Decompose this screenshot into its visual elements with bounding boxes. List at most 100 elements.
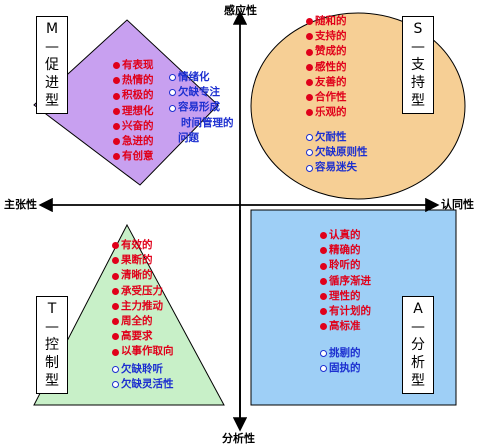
type-box-line: T — [47, 301, 57, 317]
trait-label: 容易迷失 — [315, 161, 357, 174]
type-box-line: — — [45, 39, 59, 55]
trait-label: 果断的 — [121, 254, 153, 267]
trait-item: 周全的 — [112, 314, 174, 329]
analyze-negative-traits: 挑剔的 固执的 — [320, 346, 361, 376]
smiley-icon — [112, 333, 119, 341]
trait-item: 理性的 — [320, 289, 371, 304]
type-box-line: 分 — [411, 337, 425, 353]
trait-label: 聆听的 — [329, 259, 361, 272]
smiley-icon — [320, 323, 327, 331]
axis-label-top: 感应性 — [224, 4, 257, 17]
trait-label: 合作性 — [315, 91, 347, 104]
type-box-line: 型 — [411, 93, 425, 109]
smiley-icon — [113, 153, 120, 161]
trait-item: 合作性 — [306, 90, 347, 105]
support-negative-traits: 欠耐性 欠缺原则性 容易迷失 — [306, 130, 368, 176]
type-box-line: 型 — [411, 373, 425, 389]
type-box-line: 析 — [411, 355, 425, 371]
smiley-icon — [320, 247, 327, 255]
trait-item: 情绪化 — [169, 70, 234, 85]
trait-item: 果断的 — [112, 253, 174, 268]
trait-item: 赞成的 — [306, 44, 347, 59]
smiley-icon — [113, 62, 120, 70]
trait-item: 理想化 — [113, 104, 154, 119]
trait-item: 急进的 — [113, 134, 154, 149]
type-box-line: 控 — [45, 337, 59, 353]
smiley-icon — [306, 48, 313, 56]
trait-item: 欠缺聆听 — [112, 362, 174, 377]
promote-type-box: M — 促 进 型 — [36, 16, 68, 114]
trait-label: 友善的 — [315, 75, 347, 88]
frown-icon — [306, 134, 313, 142]
trait-item: 高要求 — [112, 329, 174, 344]
smiley-icon — [320, 277, 327, 285]
trait-item: 热情的 — [113, 73, 154, 88]
trait-label: 理想化 — [122, 104, 154, 117]
smiley-icon — [306, 94, 313, 102]
trait-label: 热情的 — [122, 74, 154, 87]
smiley-icon — [112, 318, 119, 326]
frown-icon — [306, 149, 313, 157]
smiley-icon — [306, 78, 313, 86]
trait-item: 聆听的 — [320, 258, 371, 273]
trait-label: 高标准 — [329, 320, 361, 333]
trait-continuation: 问题 — [178, 131, 199, 144]
trait-item: 乐观的 — [306, 105, 347, 120]
axis-label-bottom: 分析性 — [222, 432, 255, 445]
promote-positive-traits: 有表现 热情的 积极的 理想化 兴奋的 急进的 有创意 — [113, 58, 154, 164]
smiley-icon — [113, 122, 120, 130]
type-box-line: M — [45, 21, 59, 37]
trait-label: 有创意 — [122, 150, 154, 163]
frown-icon — [169, 74, 176, 82]
trait-item: 兴奋的 — [113, 119, 154, 134]
trait-label: 以事作取向 — [121, 345, 174, 358]
smiley-icon — [306, 18, 313, 26]
trait-item: 精确的 — [320, 243, 371, 258]
support-type-box: S — 支 持 型 — [402, 16, 434, 114]
type-box-line: — — [411, 319, 425, 335]
smiley-icon — [112, 242, 119, 250]
support-positive-traits: 随和的 支持的 赞成的 感性的 友善的 合作性 乐观的 — [306, 14, 347, 120]
smiley-icon — [112, 302, 119, 310]
smiley-icon — [306, 33, 313, 41]
trait-item: 清晰的 — [112, 268, 174, 283]
trait-label: 清晰的 — [121, 269, 153, 282]
trait-label: 情绪化 — [178, 71, 210, 83]
type-box-line: — — [411, 39, 425, 55]
frown-icon — [320, 365, 327, 373]
trait-item: 高标准 — [320, 319, 371, 334]
smiley-icon — [112, 287, 119, 295]
type-box-line: 型 — [45, 93, 59, 109]
promote-negative-traits: 情绪化 欠缺专注 容易形成 时间管理的 问题 — [169, 70, 234, 146]
trait-label: 感性的 — [315, 60, 347, 73]
smiley-icon — [113, 77, 120, 85]
control-negative-traits: 欠缺聆听 欠缺灵活性 — [112, 362, 174, 392]
smiley-icon — [320, 232, 327, 240]
analyze-positive-traits: 认真的 精确的 聆听的 循序渐进 理性的 有计划的 高标准 — [320, 228, 371, 334]
trait-label: 欠耐性 — [315, 131, 347, 143]
trait-item: 随和的 — [306, 14, 347, 29]
trait-item: 有效的 — [112, 238, 174, 253]
type-box-line: 促 — [45, 57, 59, 73]
trait-item: 感性的 — [306, 60, 347, 75]
trait-item: 友善的 — [306, 75, 347, 90]
smiley-icon — [112, 348, 119, 356]
trait-label: 兴奋的 — [122, 119, 154, 132]
trait-label: 乐观的 — [315, 106, 347, 119]
trait-item: 有计划的 — [320, 304, 371, 319]
control-quadrant-triangle — [33, 223, 225, 406]
trait-item: 有创意 — [113, 149, 154, 164]
type-box-line: S — [413, 21, 423, 37]
frown-icon — [112, 366, 119, 374]
trait-item: 循序渐进 — [320, 274, 371, 289]
smiley-icon — [306, 63, 313, 71]
trait-label: 有表现 — [122, 59, 154, 71]
smiley-icon — [320, 262, 327, 270]
frown-icon — [306, 164, 313, 172]
trait-label: 主力推动 — [121, 299, 163, 312]
axis-label-right: 认同性 — [441, 198, 474, 211]
smiley-icon — [113, 107, 120, 115]
trait-label: 循序渐进 — [329, 274, 371, 287]
trait-item: 容易形成 — [169, 100, 234, 115]
trait-label: 积极的 — [122, 89, 154, 102]
